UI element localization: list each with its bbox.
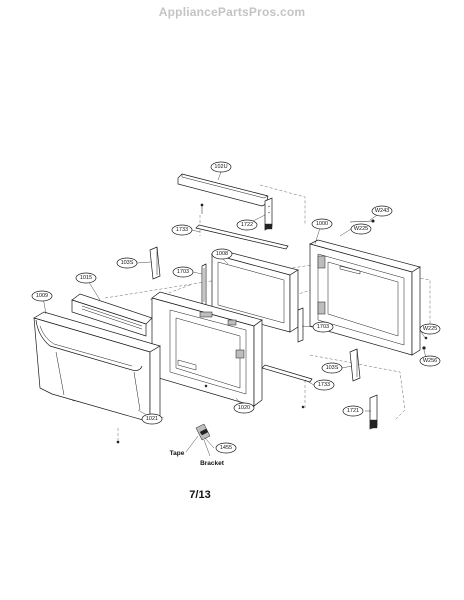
callout-label: W243 (375, 208, 389, 214)
callout-1000: 1000 (311, 218, 333, 230)
callout-1009: 1009 (31, 290, 53, 302)
callout-102U: 102U (210, 161, 232, 173)
callout-1455: 1455 (215, 442, 237, 454)
side-bracket-left (201, 263, 207, 307)
callout-W225-upper: W225 (350, 223, 372, 235)
callout-W243: W243 (371, 205, 393, 217)
outer-door (33, 311, 161, 423)
callout-1020: 1020 (233, 402, 255, 414)
screw-w243 (349, 219, 375, 223)
callout-1703-right: 1703 (312, 321, 334, 333)
door-frame (151, 291, 263, 407)
callout-1733-lower: 1733 (313, 379, 335, 391)
hinge-bracket-bottom-right (369, 394, 378, 430)
callout-label: 102U (214, 164, 227, 170)
callout-label: W256 (423, 358, 437, 364)
callout-label: 1721 (347, 408, 359, 414)
insulation-block-left (149, 246, 161, 280)
callout-103S-right: 103S (321, 362, 343, 374)
gasket-strip-lower (261, 364, 313, 383)
side-bracket-right (297, 307, 304, 343)
callout-1021: 1021 (141, 413, 163, 425)
callout-1721: 1721 (342, 405, 364, 417)
tape-label: Tape (170, 450, 185, 457)
bracket-label: Bracket (200, 460, 225, 467)
callout-label: 1020 (238, 405, 250, 411)
page-number: 7/13 (189, 489, 211, 501)
callout-W256: W256 (419, 355, 441, 367)
callout-label: 1009 (36, 293, 48, 299)
callout-label: 1000 (316, 221, 328, 227)
callout-1733-upper: 1733 (171, 224, 193, 236)
callout-label: 1455 (220, 445, 232, 451)
callout-label: 1722 (241, 222, 253, 228)
callout-label: 103S (326, 365, 339, 371)
callout-103S-left: 103S (116, 257, 138, 269)
insulation-block-right (349, 348, 361, 382)
control-panel-strip (71, 293, 153, 337)
callout-label: 1021 (146, 416, 158, 422)
callout-label: 1703 (177, 269, 189, 275)
hinge-bracket-top-right (264, 197, 273, 231)
screw-top (200, 203, 204, 214)
callout-1703-left: 1703 (172, 266, 194, 278)
callout-1008: 1008 (211, 248, 233, 260)
tape-bracket-part (195, 423, 211, 441)
callout-label: 1733 (318, 382, 330, 388)
callout-1015: 1015 (75, 272, 97, 284)
callout-label: 1703 (317, 324, 329, 330)
callout-label: 1008 (216, 251, 228, 257)
callout-label: W225 (354, 226, 368, 232)
callout-label: 1015 (80, 275, 92, 281)
callout-label: W225 (423, 326, 437, 332)
callout-label: 1733 (176, 227, 188, 233)
callout-label: 103S (121, 260, 134, 266)
watermark: AppliancePartsPros.com (158, 5, 306, 19)
inner-door-panel (309, 239, 421, 356)
gasket-strip-upper (195, 224, 289, 250)
callout-W225-lower: W225 (419, 323, 441, 335)
small-screws (116, 336, 428, 444)
top-trim-strip (177, 173, 269, 207)
callout-1722: 1722 (236, 219, 258, 231)
